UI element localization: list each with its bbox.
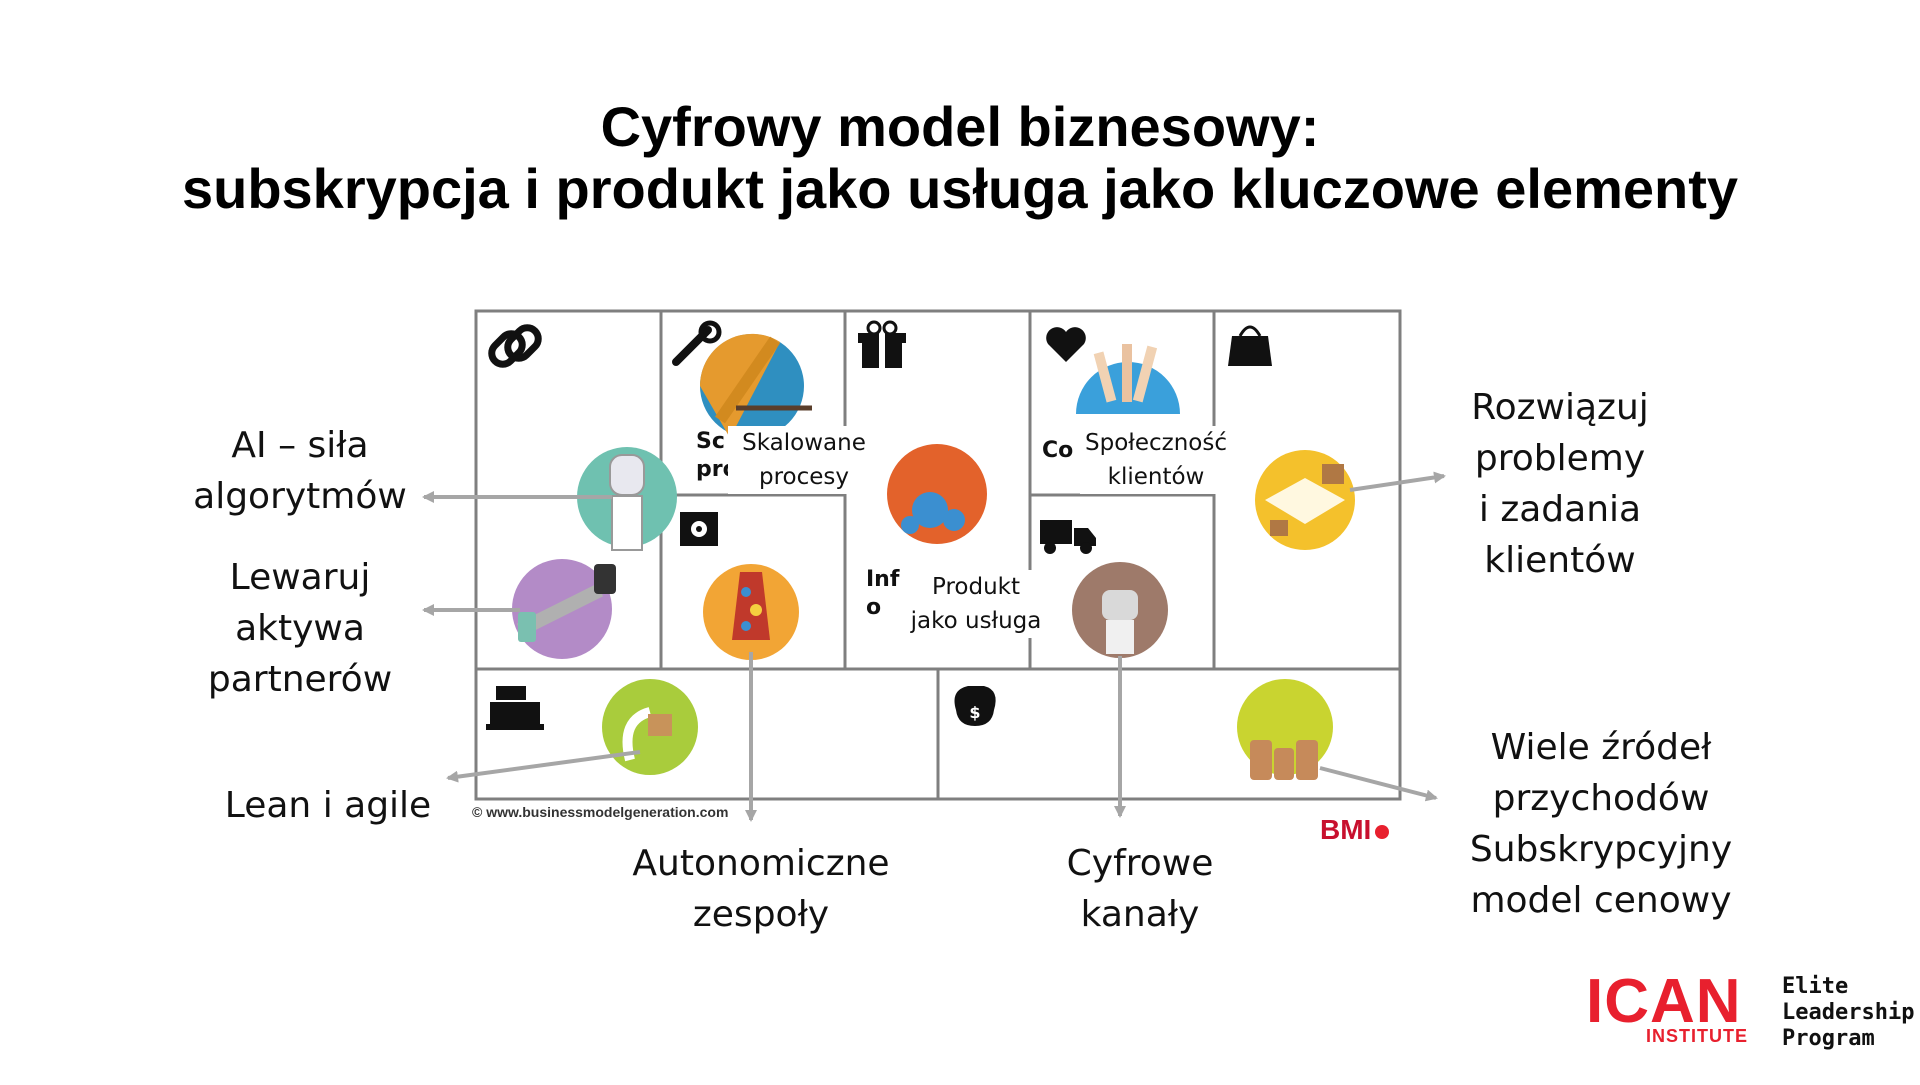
channel-robot-illustration bbox=[1072, 562, 1168, 658]
label-autonomous-teams: Autonomiczne zespoły bbox=[632, 843, 890, 935]
cash-register-icon bbox=[486, 686, 544, 730]
link-icon bbox=[488, 324, 542, 368]
bmi-logo: BMI bbox=[1320, 814, 1390, 846]
lava-lamp-illustration bbox=[703, 564, 799, 660]
label-revenue-streams: Wiele źródeł przychodów Subskrypcyjny mo… bbox=[1469, 727, 1733, 921]
arrow-lean bbox=[446, 750, 641, 783]
canvas-fragment-co: Co bbox=[1042, 438, 1074, 463]
label-solve-problems: Rozwiązuj problemy i zadania klientów bbox=[1471, 387, 1649, 581]
arrow-solve bbox=[1349, 471, 1446, 492]
partner-illustration bbox=[512, 559, 616, 659]
svg-text:$: $ bbox=[969, 703, 980, 722]
arrow-revenue bbox=[1319, 766, 1438, 802]
ican-institute-text: INSTITUTE bbox=[1646, 1026, 1748, 1046]
elite-leadership-program-logo: Elite Leadership Program bbox=[1782, 974, 1915, 1051]
wrench-icon bbox=[672, 320, 722, 366]
money-bag-icon: $ bbox=[954, 686, 996, 726]
arrows bbox=[422, 471, 1446, 822]
gift-icon bbox=[858, 320, 906, 368]
packages-illustration bbox=[1255, 450, 1355, 550]
label-digital-channels: Cyfrowe kanały bbox=[1066, 843, 1214, 935]
safe-icon bbox=[680, 512, 718, 546]
heart-icon bbox=[1046, 327, 1086, 362]
gears-illustration bbox=[887, 444, 987, 544]
title-line-2: subskrypcja i produkt jako usługa jako k… bbox=[181, 157, 1739, 220]
label-leverage: Lewaruj aktywa partnerów bbox=[207, 557, 393, 700]
truck-icon bbox=[1040, 520, 1096, 554]
hands-illustration bbox=[1076, 344, 1180, 414]
label-ai: AI – siła algorytmów bbox=[193, 425, 407, 517]
canvas-fragment-inf: Inf o bbox=[866, 567, 900, 620]
label-product-as-service: Produkt jako usługa bbox=[906, 570, 1046, 638]
bmi-dot bbox=[1375, 824, 1390, 839]
label-customer-community: Społeczność klientów bbox=[1080, 426, 1232, 494]
robot-hand-illustration bbox=[577, 447, 677, 551]
label-lean-agile: Lean i agile bbox=[224, 785, 432, 826]
ican-logo: ICAN bbox=[1586, 967, 1742, 1036]
shopping-bag-icon bbox=[1228, 325, 1272, 366]
crane-illustration bbox=[699, 333, 812, 438]
label-scaled-processes: Skalowane procesy bbox=[728, 426, 880, 494]
canvas-credit: © www.businessmodelgeneration.com bbox=[472, 804, 729, 820]
title-line-1: Cyfrowy model biznesowy: bbox=[600, 95, 1320, 158]
agile-illustration bbox=[602, 679, 698, 775]
revenue-illustration bbox=[1237, 679, 1333, 780]
slide-title: Cyfrowy model biznesowy: subskrypcja i p… bbox=[0, 96, 1920, 220]
